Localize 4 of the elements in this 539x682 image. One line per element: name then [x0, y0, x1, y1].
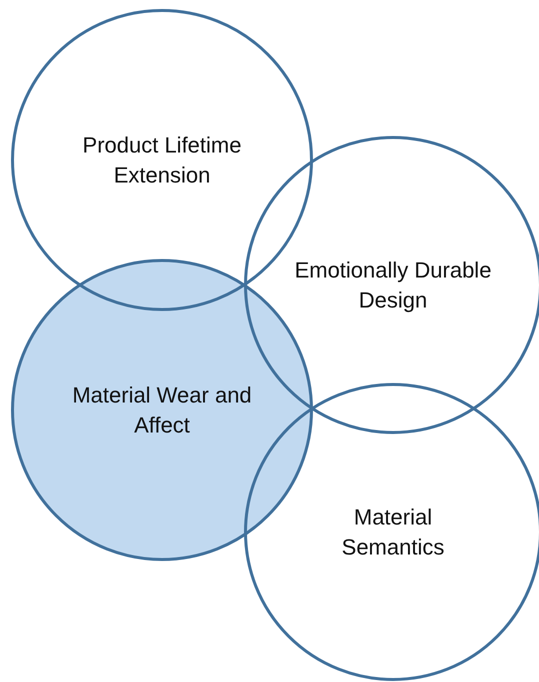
circle-label: Emotionally Durable Design — [294, 256, 492, 314]
circle-label: Material Semantics — [340, 503, 446, 561]
circle-label: Product Lifetime Extension — [82, 131, 242, 189]
circle-label: Material Wear and Affect — [71, 381, 253, 439]
